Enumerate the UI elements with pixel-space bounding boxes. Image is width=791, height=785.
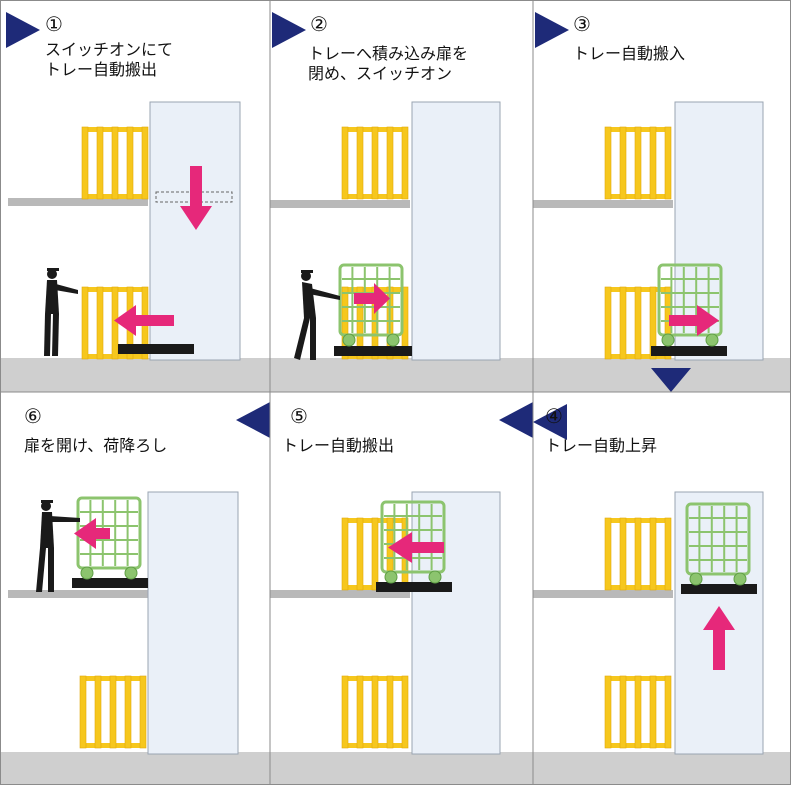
yellow-rack-icon	[341, 126, 409, 200]
yellow-rack-icon	[604, 126, 672, 200]
step-description: トレー自動搬出	[282, 436, 395, 455]
step-panel-1: ① スイッチオンにて トレー自動搬出	[0, 0, 270, 392]
triangle-marker-icon	[272, 12, 306, 48]
step-panel-2: ② トレーへ積み込み扉を 閉め、スイッチオン	[270, 0, 533, 392]
step-panel-4: ④ トレー自動上昇	[533, 392, 791, 785]
step-number: ①	[45, 12, 63, 36]
step-number: ②	[310, 12, 328, 36]
platform	[72, 578, 148, 588]
platform	[118, 344, 194, 354]
yellow-rack-icon	[341, 675, 409, 749]
yellow-rack-icon	[604, 517, 672, 591]
step-panel-5: ⑤ トレー自動搬出	[270, 392, 533, 785]
ledge	[270, 200, 410, 208]
platform	[681, 584, 757, 594]
step-description: トレー自動搬入	[573, 44, 686, 63]
step-number: ④	[545, 404, 563, 428]
triangle-marker-icon	[535, 12, 569, 48]
floor	[270, 752, 533, 785]
person-icon	[44, 268, 78, 356]
step-panel-6: ⑥ 扉を開け、荷降ろし	[0, 392, 270, 785]
person-icon	[294, 270, 340, 360]
platform	[651, 346, 727, 356]
ledge	[8, 590, 148, 598]
triangle-marker-icon	[6, 12, 40, 48]
step-panel-3: ③ トレー自動搬入	[533, 0, 791, 392]
platform	[334, 346, 412, 356]
step-description: スイッチオンにて トレー自動搬出	[45, 40, 174, 79]
step-number: ⑤	[290, 404, 308, 428]
elevator-shaft	[411, 101, 501, 361]
ledge	[533, 590, 673, 598]
elevator-shaft	[411, 491, 501, 755]
floor	[270, 358, 533, 392]
triangle-marker-icon	[236, 402, 270, 438]
yellow-rack-icon	[81, 126, 149, 200]
yellow-rack-icon	[604, 675, 672, 749]
step-description: トレーへ積み込み扉を 閉め、スイッチオン	[308, 44, 469, 83]
floor	[0, 752, 270, 785]
ledge	[533, 200, 673, 208]
step-description: 扉を開け、荷降ろし	[24, 436, 168, 455]
triangle-marker-icon	[499, 402, 533, 438]
platform	[376, 582, 452, 592]
yellow-rack-icon	[79, 675, 147, 749]
step-description: トレー自動上昇	[545, 436, 658, 455]
floor	[0, 358, 270, 392]
step-number: ③	[573, 12, 591, 36]
floor	[533, 752, 791, 785]
elevator-shaft	[147, 491, 239, 755]
step-number: ⑥	[24, 404, 42, 428]
